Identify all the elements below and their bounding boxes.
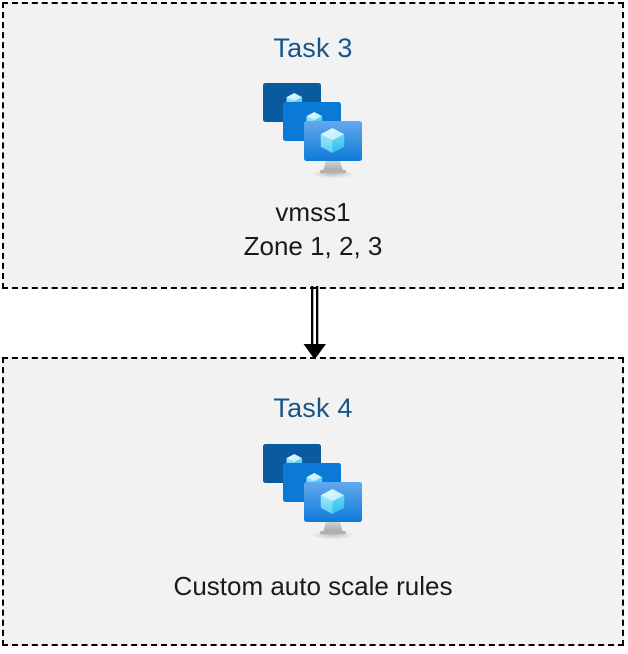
arrow-stem-right bbox=[316, 286, 319, 348]
arrowhead-down-icon bbox=[303, 344, 326, 360]
task-box-task3[interactable]: Task 3 bbox=[2, 2, 624, 289]
connector-arrow-task3-to-task4 bbox=[303, 286, 326, 360]
task3-title: Task 3 bbox=[273, 33, 353, 63]
arrow-stem-left bbox=[311, 286, 314, 348]
vmss-icon bbox=[261, 81, 366, 178]
task3-caption-line-2: Zone 1, 2, 3 bbox=[243, 231, 383, 261]
task4-title: Task 4 bbox=[273, 393, 353, 423]
task4-caption-line-1: Custom auto scale rules bbox=[173, 571, 453, 601]
task-box-task4[interactable]: Task 4 bbox=[2, 357, 624, 646]
task3-caption-line-1: vmss1 bbox=[275, 197, 351, 227]
vmss-icon bbox=[261, 442, 366, 539]
task3-caption: vmss1 Zone 1, 2, 3 bbox=[244, 195, 383, 263]
task4-caption: Custom auto scale rules bbox=[174, 569, 453, 603]
